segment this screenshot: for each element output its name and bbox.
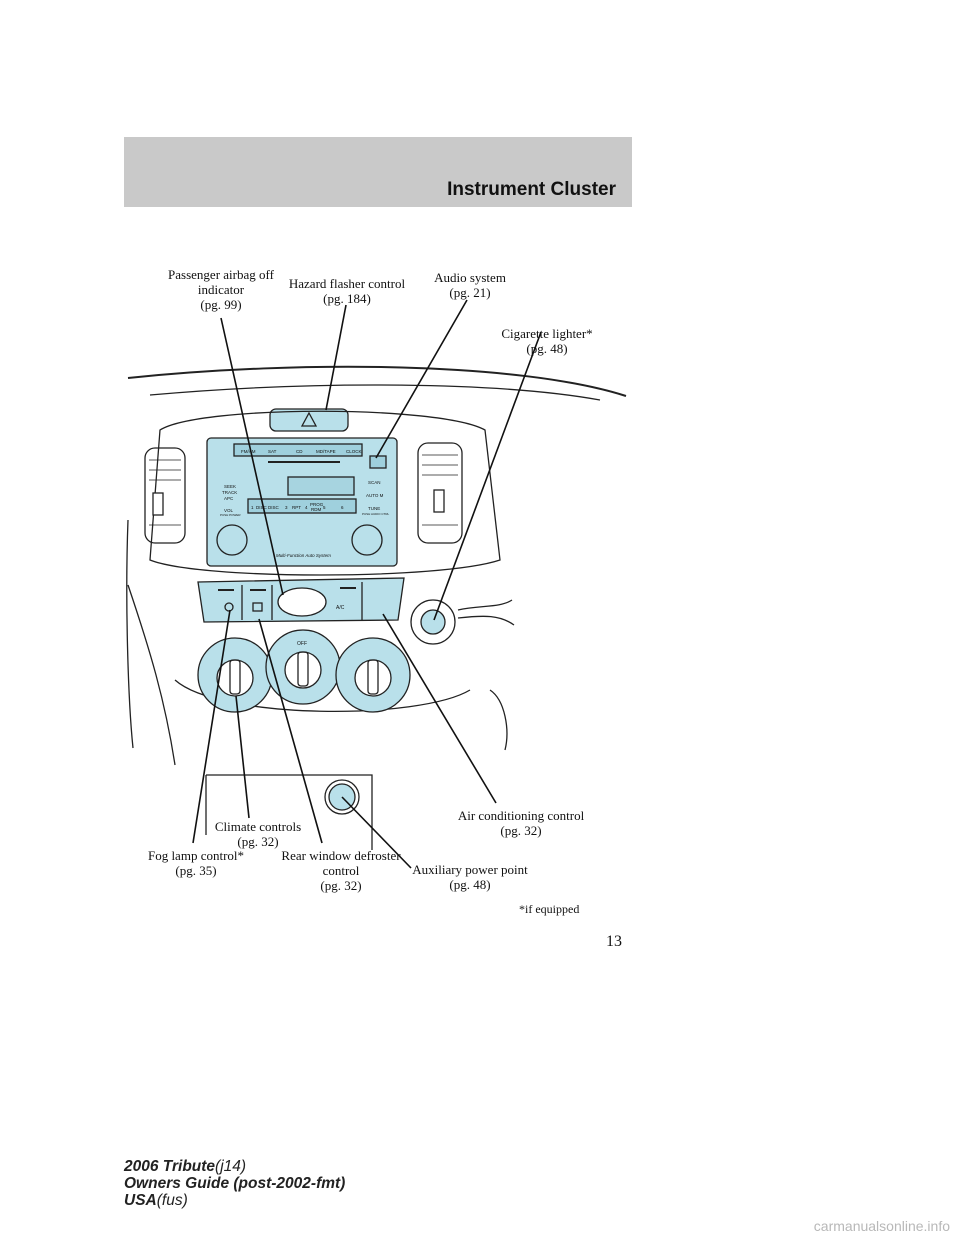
radio-button-cd: CD — [296, 449, 303, 454]
radio-auto-label: AUTO M — [366, 493, 384, 498]
section-header-band: Instrument Cluster — [124, 137, 632, 207]
radio-button-clock: CLOCK — [346, 449, 362, 454]
watermark: carmanualsonline.info — [813, 1218, 950, 1234]
radio-preset-1: 1 — [251, 505, 254, 510]
callout-aux: Auxiliary power point (pg. 48) — [412, 862, 528, 892]
document-footer: 2006 Tribute(j14) Owners Guide (post-200… — [124, 1158, 346, 1209]
radio-preset-disc2: DISC — [268, 505, 280, 510]
section-title: Instrument Cluster — [447, 179, 616, 200]
radio-scan-label: SCAN — [368, 480, 381, 485]
radio-power-label: PUSH POWER — [220, 513, 241, 517]
radio-preset-prog: PROG — [310, 502, 324, 507]
radio-preset-rdm: RDM — [311, 507, 321, 512]
radio-apc-label: APC — [224, 496, 234, 501]
callout-audio: Audio system (pg. 21) — [434, 270, 506, 300]
callout-lighter: Cigarette lighter* (pg. 48) — [501, 326, 593, 356]
radio-preset-3: 3 — [285, 505, 288, 510]
radio-vol-label: VOL — [224, 508, 234, 513]
radio-preset-4: 4 — [305, 505, 308, 510]
radio-button-fm: FM/AM — [241, 449, 256, 454]
radio-preset-disc1: DISC — [256, 505, 268, 510]
ac-button-label: A/C — [336, 605, 345, 611]
radio-preset-5: 5 — [323, 505, 326, 510]
callout-ac: Air conditioning control (pg. 32) — [457, 808, 585, 838]
radio-tune-label: TUNE — [368, 506, 380, 511]
radio-button-md: MD/TAPE — [316, 449, 336, 454]
knob-off-label: OFF — [297, 641, 307, 647]
page-number: 13 — [606, 933, 622, 950]
callout-hazard: Hazard flasher control (pg. 184) — [288, 276, 406, 306]
radio-audio-label: PUSH AUDIO CTRL — [362, 512, 390, 516]
callout-fog: Fog lamp control* (pg. 35) — [147, 848, 245, 878]
callout-defroster: Rear window defroster control (pg. 32) — [281, 848, 401, 893]
callout-climate: Climate controls (pg. 32) — [214, 819, 302, 849]
callout-airbag: Passenger airbag off indicator (pg. 99) — [168, 267, 274, 312]
radio-button-sat: SAT — [268, 449, 277, 454]
radio-brand: Multi-Function Auto System — [276, 553, 331, 558]
footnote: *if equipped — [519, 902, 580, 916]
radio-track-label: TRACK — [222, 490, 237, 495]
radio-preset-6: 6 — [341, 505, 344, 510]
radio-seek-label: SEEK — [224, 484, 236, 489]
radio-preset-rpt: RPT — [292, 505, 301, 510]
